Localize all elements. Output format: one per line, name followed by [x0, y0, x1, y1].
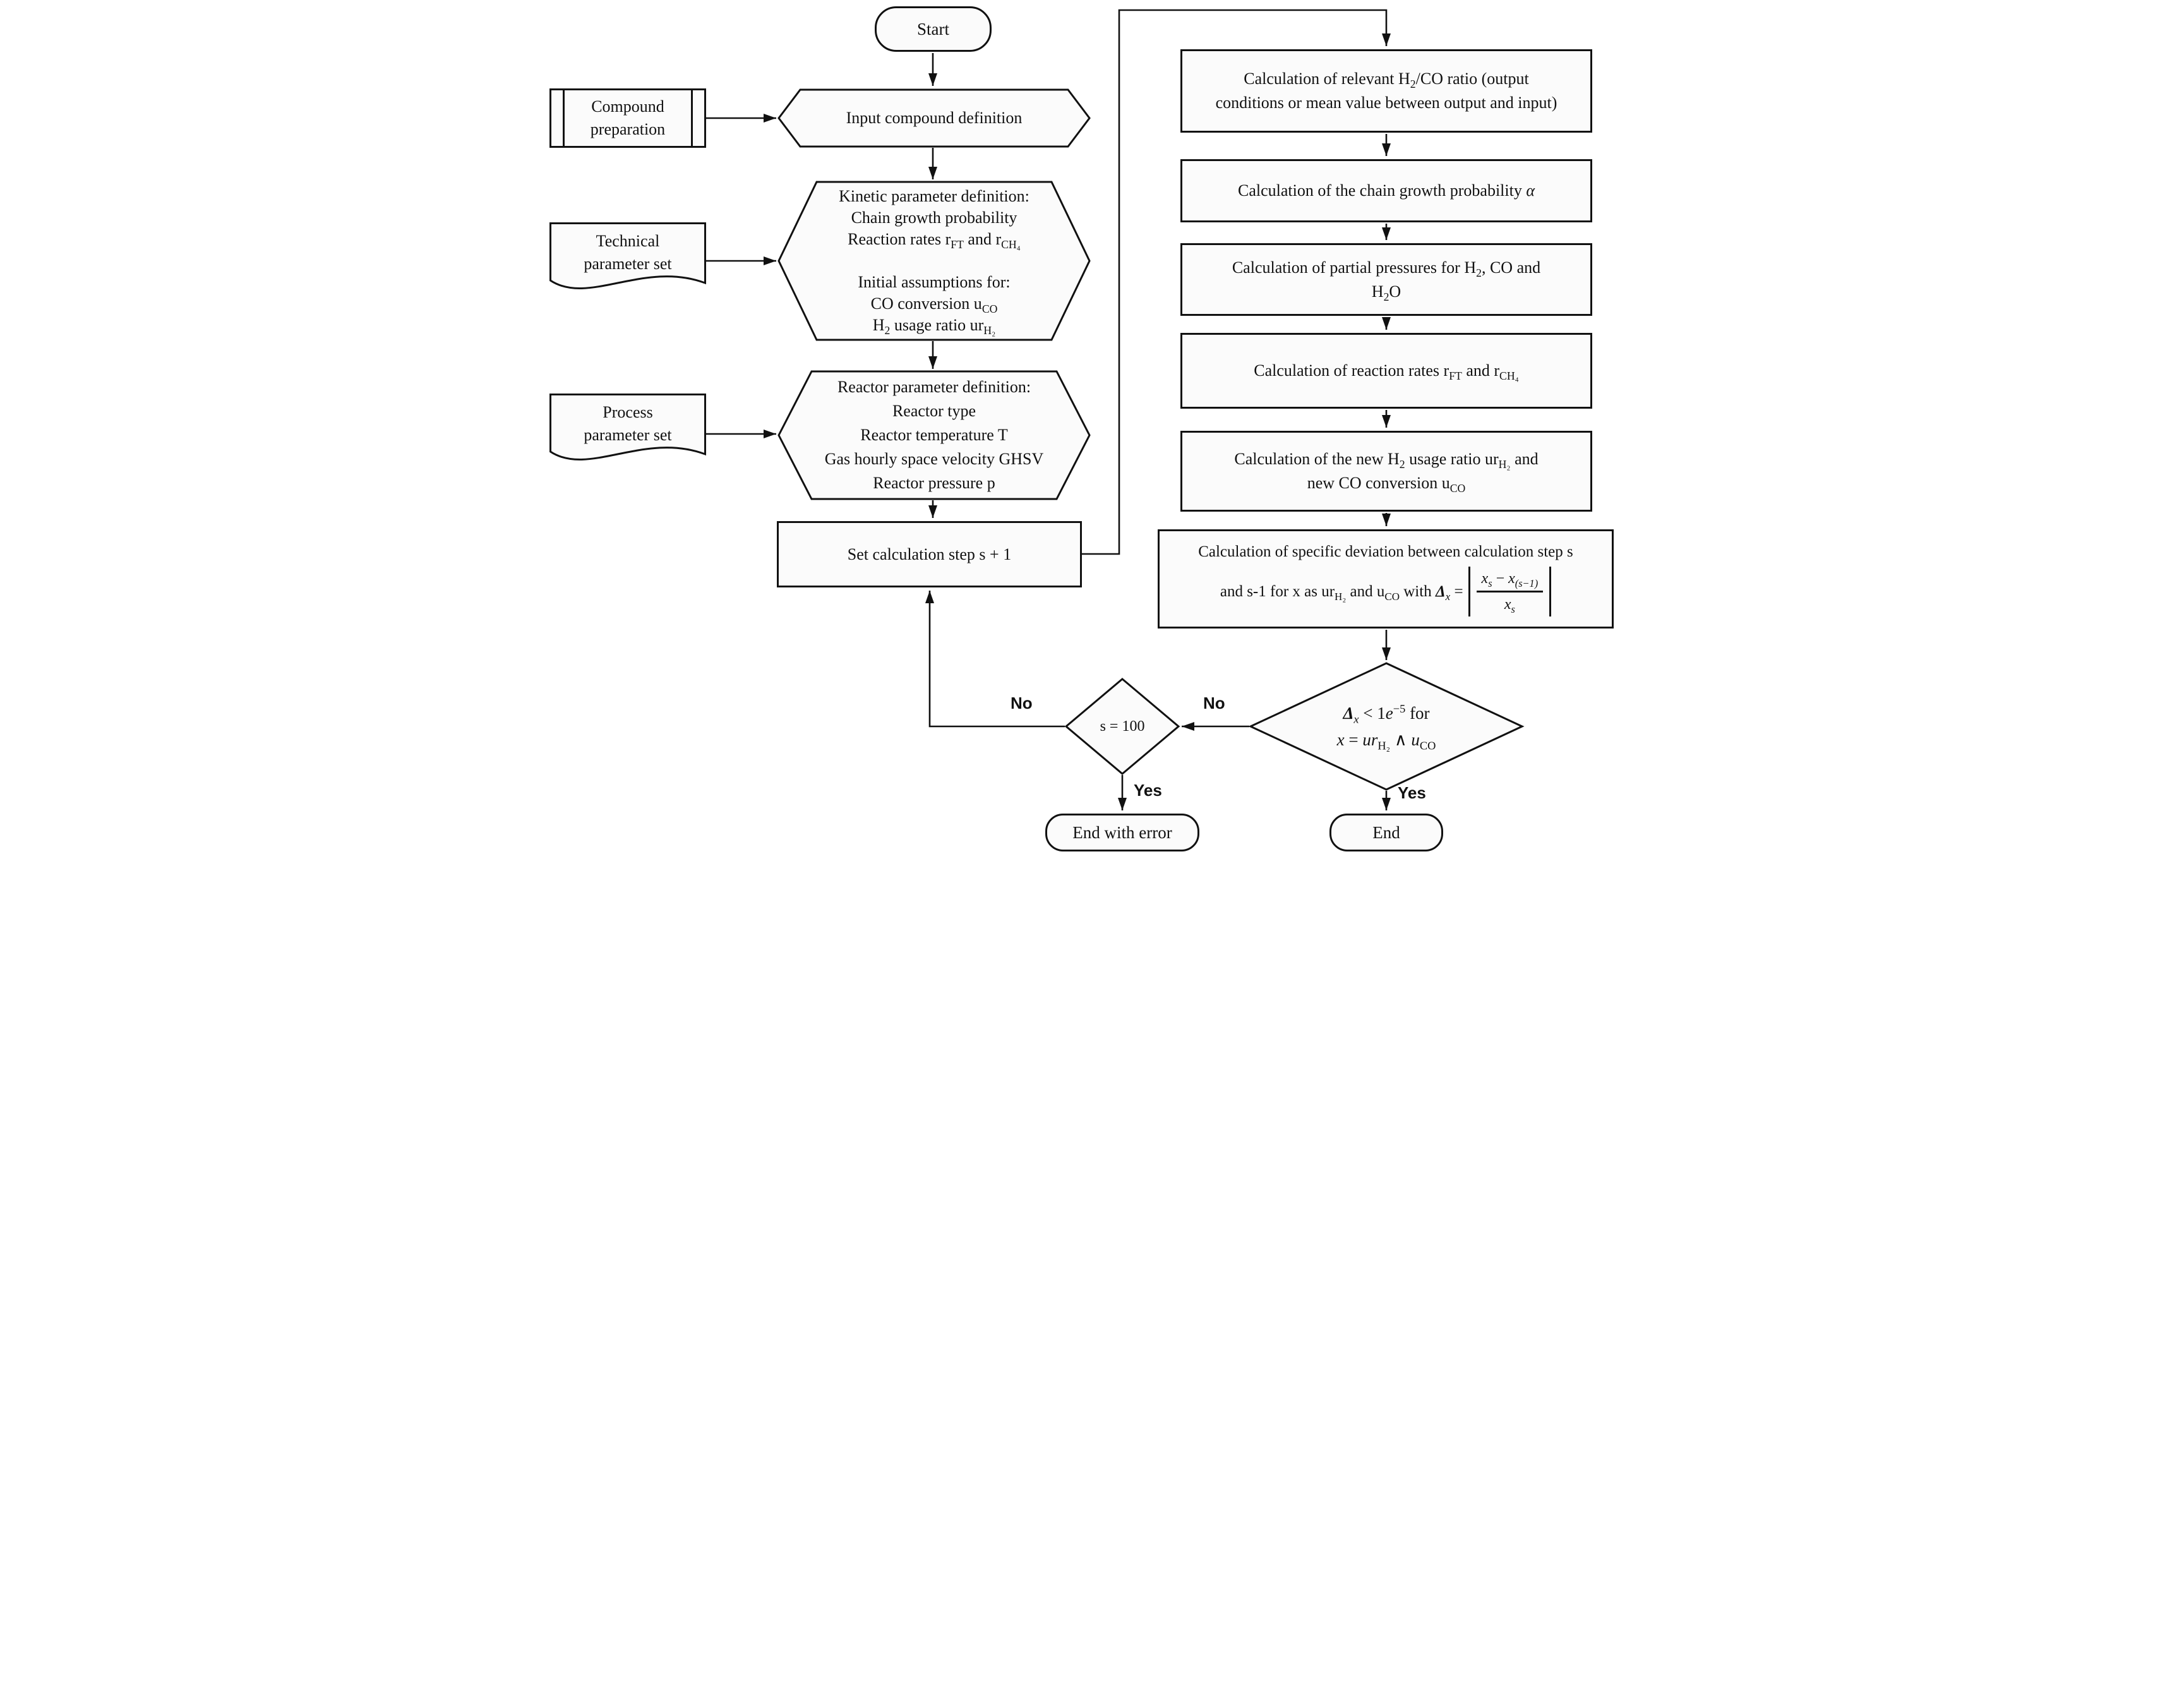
calc-new-usage-node: Calculation of the new H2 usage ratio ur… [1180, 431, 1592, 512]
compound-preparation-label: Compound preparation [590, 97, 666, 138]
calc-h2co-ratio-label: Calculation of relevant H2/CO ratio (out… [1215, 69, 1557, 112]
convergence-decision-node: Δx < 1e−5 for x = urH₂ ∧ uCO [1248, 662, 1525, 791]
reactor-parameter-node: Reactor parameter definition: Reactor ty… [777, 370, 1091, 500]
kinetic-parameter-node: Kinetic parameter definition: Chain grow… [777, 181, 1091, 341]
process-parameter-set-node: Process parameter set [549, 394, 706, 468]
kinetic-parameter-label: Kinetic parameter definition: Chain grow… [839, 187, 1029, 337]
input-compound-node: Input compound definition [777, 88, 1091, 148]
no-label-check: No [1203, 694, 1225, 713]
end-with-error-node: End with error [1045, 814, 1199, 851]
s100-decision-node: s = 100 [1064, 678, 1180, 775]
hexagon-shape [777, 181, 1091, 341]
calc-deviation-label: Calculation of specific deviation betwee… [1160, 531, 1612, 627]
calc-chain-growth-label: Calculation of the chain growth probabil… [1238, 181, 1535, 200]
process-parameter-set-label: Process parameter set [584, 403, 672, 444]
s100-decision-label: s = 100 [1100, 718, 1145, 735]
start-node: Start [875, 6, 992, 52]
set-calculation-step-node: Set calculation step s + 1 [777, 521, 1082, 587]
document-shape [549, 394, 706, 460]
hexagon-shape [777, 370, 1091, 500]
predefined-process-bar [691, 90, 693, 146]
diamond-shape [1064, 678, 1180, 775]
calc-partial-pressures-node: Calculation of partial pressures for H2,… [1180, 243, 1592, 316]
yes-label-end: Yes [1398, 783, 1426, 802]
calc-reaction-rates-label: Calculation of reaction rates rFT and rC… [1254, 361, 1519, 383]
set-calculation-step-label: Set calculation step s + 1 [847, 544, 1012, 563]
edge-setcalc-to-h2co [1082, 9, 1391, 555]
reactor-parameter-label: Reactor parameter definition: Reactor ty… [824, 378, 1044, 492]
technical-parameter-set-node: Technical parameter set [549, 222, 706, 297]
calc-new-usage-label: Calculation of the new H2 usage ratio ur… [1234, 450, 1539, 495]
predefined-process-bar [563, 90, 565, 146]
end-node: End [1329, 814, 1443, 851]
connector-layer [706, 9, 1391, 810]
diamond-shape [1248, 662, 1525, 791]
calc-chain-growth-node: Calculation of the chain growth probabil… [1180, 159, 1592, 222]
calc-partial-pressures-label: Calculation of partial pressures for H2,… [1232, 258, 1541, 303]
input-compound-label: Input compound definition [846, 109, 1023, 127]
calc-h2co-ratio-node: Calculation of relevant H2/CO ratio (out… [1180, 49, 1592, 133]
deviation-formula: and s-1 for x as urH₂ and uCO with Δx = … [1220, 567, 1552, 616]
calc-reaction-rates-node: Calculation of reaction rates rFT and rC… [1180, 333, 1592, 409]
document-shape [549, 222, 706, 289]
edge-s100-no-to-setcalc [925, 591, 1065, 728]
calc-deviation-node: Calculation of specific deviation betwee… [1158, 529, 1614, 628]
fraction: xs − x(s−1) xs [1476, 569, 1544, 614]
hexagon-shape [777, 88, 1091, 148]
convergence-decision-label: Δx < 1e−5 for x = urH₂ ∧ uCO [1336, 702, 1436, 752]
technical-parameter-set-label: Technical parameter set [584, 232, 672, 273]
end-with-error-label: End with error [1072, 823, 1172, 842]
start-label: Start [917, 20, 949, 39]
end-label: End [1372, 823, 1400, 842]
no-label-loop: No [1011, 694, 1033, 713]
yes-label-error: Yes [1134, 781, 1162, 800]
absolute-value-bars: xs − x(s−1) xs [1468, 567, 1552, 616]
flowchart-canvas: Start Compound preparation Input compoun… [540, 0, 1620, 854]
compound-preparation-node: Compound preparation [549, 88, 706, 148]
